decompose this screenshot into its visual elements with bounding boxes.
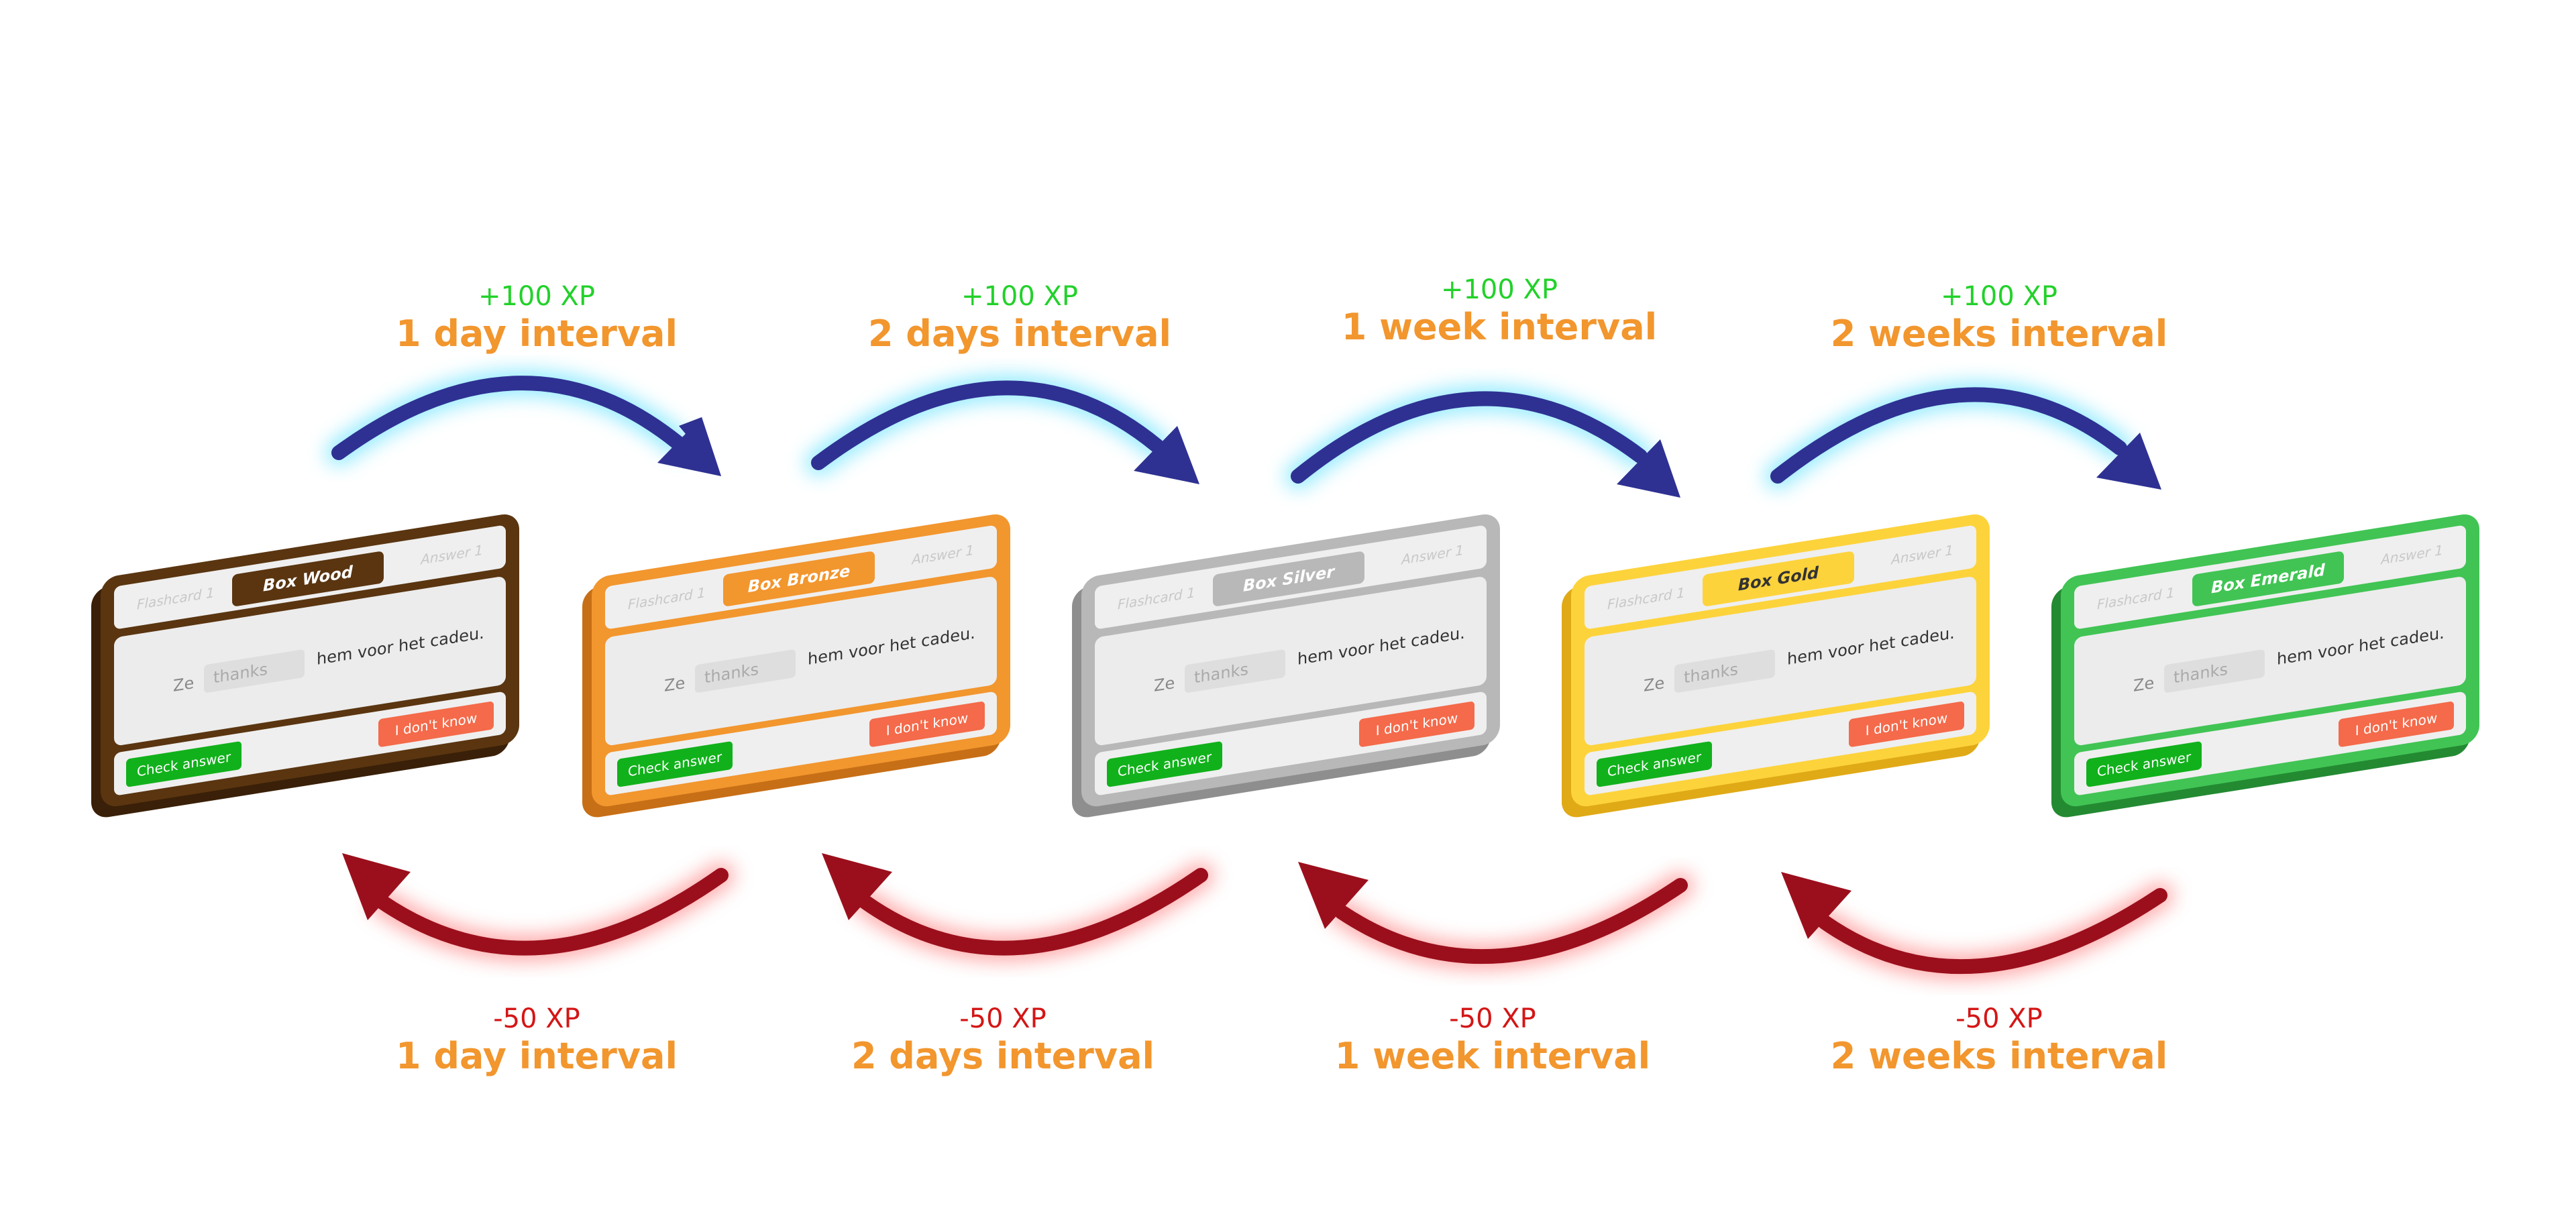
tab-answer[interactable]: Answer 1	[1401, 541, 1464, 568]
demote-arrow-2	[822, 853, 1214, 962]
answer-input[interactable]: thanks	[2164, 649, 2265, 694]
demote-label-2: -50 XP 2 days interval	[802, 1003, 1204, 1078]
tab-flashcard[interactable]: Flashcard 1	[2097, 584, 2175, 613]
tab-flashcard[interactable]: Flashcard 1	[628, 584, 706, 613]
demote-label-3: -50 XP 1 week interval	[1291, 1003, 1694, 1078]
promote-label-4: +100 XP 2 weeks interval	[1798, 280, 2200, 355]
demote-label-1: -50 XP 1 day interval	[335, 1003, 738, 1078]
check-answer-button[interactable]: Check answer	[617, 740, 733, 787]
sentence-start: Ze	[173, 673, 195, 696]
promote-xp: +100 XP	[961, 281, 1079, 312]
sentence-start: Ze	[664, 673, 686, 696]
sentence-start: Ze	[2133, 673, 2155, 696]
tab-flashcard[interactable]: Flashcard 1	[137, 584, 215, 613]
demote-interval: 2 days interval	[851, 1035, 1155, 1077]
demote-interval: 1 week interval	[1334, 1035, 1651, 1077]
promote-interval: 1 week interval	[1341, 306, 1658, 348]
demote-arrow-4	[1781, 872, 2174, 981]
dont-know-button[interactable]: I don't know	[2339, 701, 2454, 748]
promote-arrow-2	[805, 374, 1199, 484]
demote-arrow-1	[342, 853, 735, 962]
demote-interval: 2 weeks interval	[1830, 1035, 2168, 1077]
check-answer-button[interactable]: Check answer	[2086, 740, 2202, 787]
dont-know-button[interactable]: I don't know	[1849, 701, 1964, 748]
promote-xp: +100 XP	[1940, 281, 2058, 312]
promote-interval: 2 weeks interval	[1830, 313, 2168, 355]
tab-flashcard[interactable]: Flashcard 1	[1118, 584, 1195, 613]
promote-label-1: +100 XP 1 day interval	[335, 280, 738, 355]
dont-know-button[interactable]: I don't know	[378, 701, 494, 748]
sentence-rest: hem voor het cadeu.	[2277, 623, 2445, 669]
tab-answer[interactable]: Answer 1	[912, 541, 974, 568]
demote-arrow-3	[1298, 862, 1694, 971]
promote-xp: +100 XP	[1440, 274, 1558, 305]
tab-answer[interactable]: Answer 1	[1891, 541, 1953, 568]
tab-flashcard[interactable]: Flashcard 1	[1607, 584, 1685, 613]
promote-label-2: +100 XP 2 days interval	[818, 280, 1221, 355]
check-answer-button[interactable]: Check answer	[126, 740, 241, 787]
answer-input[interactable]: thanks	[204, 649, 305, 694]
demote-label-4: -50 XP 2 weeks interval	[1798, 1003, 2200, 1078]
sentence-rest: hem voor het cadeu.	[317, 623, 484, 669]
sentence-start: Ze	[1154, 673, 1175, 696]
tab-answer[interactable]: Answer 1	[2381, 541, 2443, 568]
sentence-rest: hem voor het cadeu.	[1297, 623, 1465, 669]
promote-xp: +100 XP	[478, 281, 596, 312]
sentence-rest: hem voor het cadeu.	[1787, 623, 1955, 669]
answer-input[interactable]: thanks	[695, 649, 796, 694]
check-answer-button[interactable]: Check answer	[1107, 740, 1222, 787]
demote-xp: -50 XP	[959, 1003, 1046, 1034]
promote-interval: 1 day interval	[396, 313, 678, 355]
demote-interval: 1 day interval	[396, 1035, 678, 1077]
demote-xp: -50 XP	[1955, 1003, 2043, 1034]
dont-know-button[interactable]: I don't know	[1359, 701, 1474, 748]
promote-interval: 2 days interval	[867, 313, 1172, 355]
demote-xp: -50 XP	[1449, 1003, 1536, 1034]
promote-label-3: +100 XP 1 week interval	[1298, 274, 1701, 349]
dont-know-button[interactable]: I don't know	[869, 701, 985, 748]
promote-arrow-4	[1764, 381, 2161, 490]
tab-answer[interactable]: Answer 1	[421, 541, 483, 568]
sentence-rest: hem voor het cadeu.	[808, 623, 975, 669]
sentence-start: Ze	[1644, 673, 1665, 696]
promote-arrow-3	[1285, 385, 1680, 498]
promote-arrow-1	[325, 370, 721, 476]
answer-input[interactable]: thanks	[1674, 649, 1775, 694]
demote-xp: -50 XP	[493, 1003, 580, 1034]
answer-input[interactable]: thanks	[1185, 649, 1285, 694]
check-answer-button[interactable]: Check answer	[1597, 740, 1712, 787]
